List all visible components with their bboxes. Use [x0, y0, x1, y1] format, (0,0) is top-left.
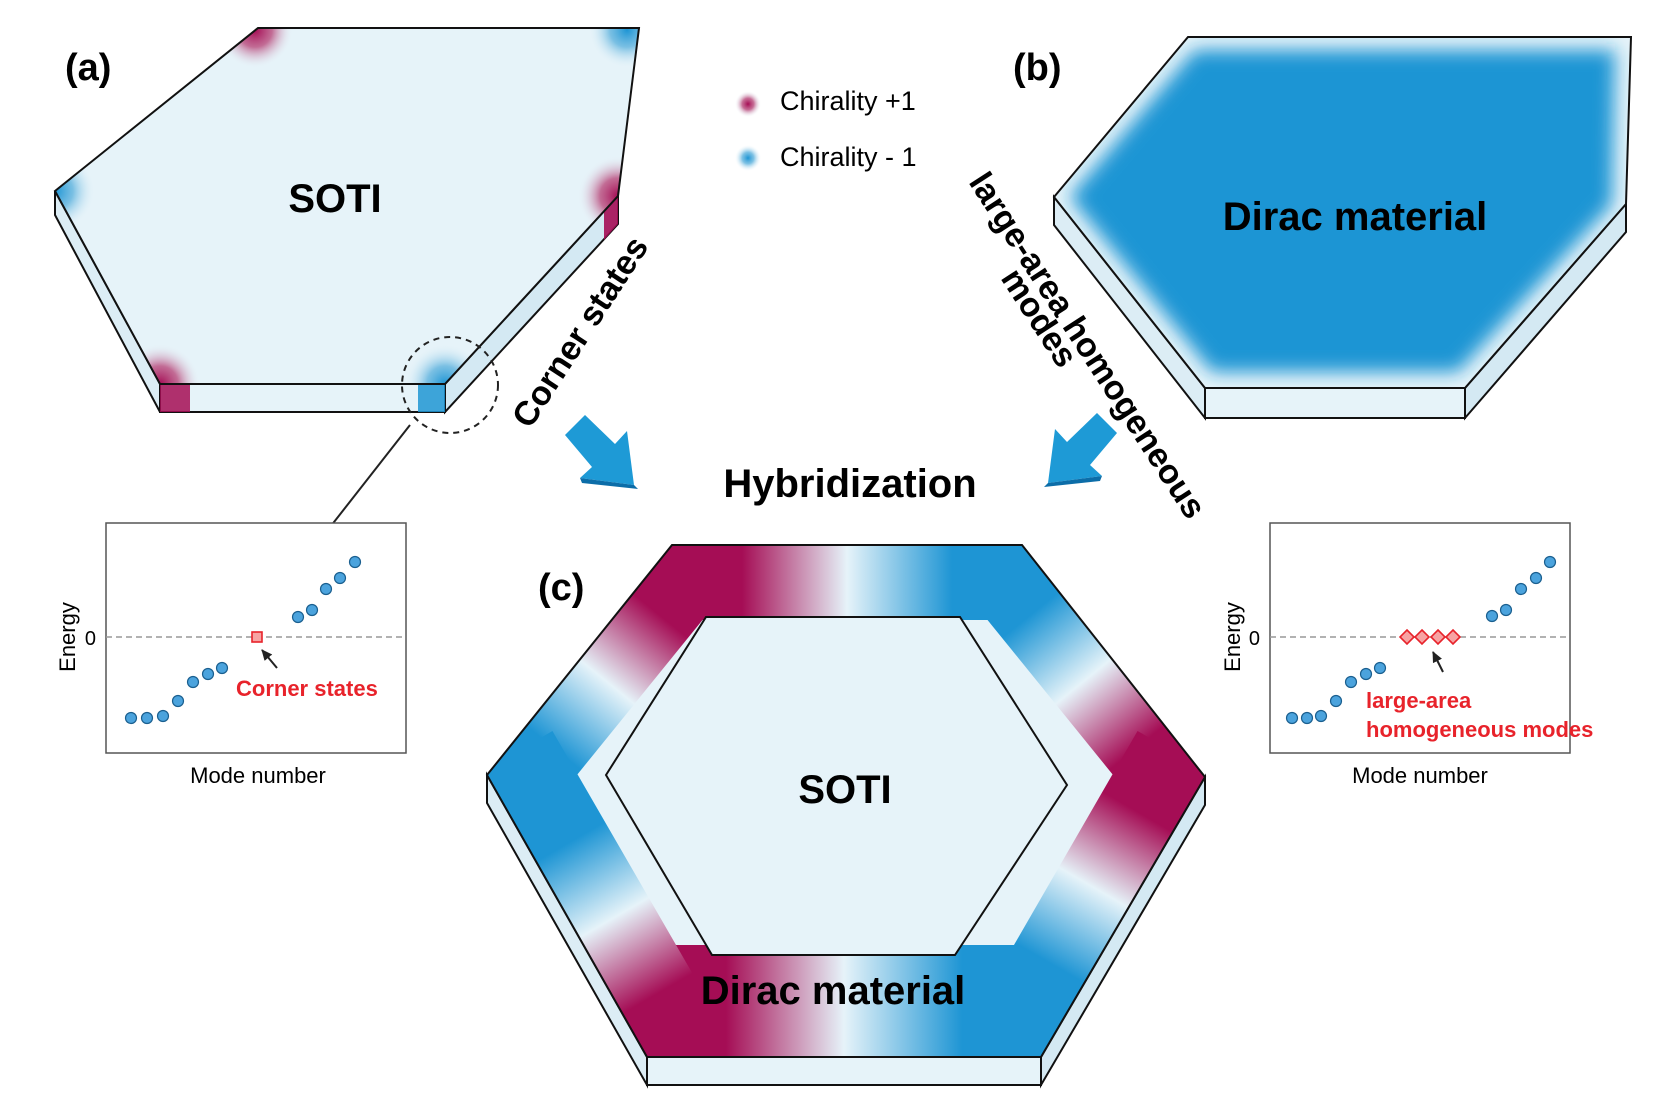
- hybridization-arrow-left: [565, 415, 638, 489]
- panel-a-label: (a): [65, 47, 111, 89]
- plot-right-ylabel: Energy: [1220, 602, 1245, 672]
- legend-minus-label: Chirality - 1: [780, 142, 917, 172]
- plot-left-corner-state-point: [251, 631, 263, 643]
- panel-b-slab: [1052, 36, 1633, 421]
- hybridization-label: Hybridization: [723, 462, 976, 506]
- plot-right-point: [1300, 711, 1314, 725]
- plot-left-xlabel: Mode number: [190, 763, 326, 788]
- corner-state-blue: [589, 28, 639, 68]
- plot-right-homogeneous-mode-point: [1398, 628, 1416, 646]
- plot-right-point: [1514, 582, 1528, 596]
- plot-left-point: [215, 661, 229, 675]
- legend-minus-marker: [735, 145, 761, 171]
- plot-right-annotation-line2: homogeneous modes: [1366, 717, 1593, 742]
- plot-right-homogeneous-mode-point: [1413, 628, 1431, 646]
- panel-b-material: Dirac material: [1223, 195, 1488, 239]
- plot-right-point: [1359, 667, 1373, 681]
- panel-c-label: (c): [538, 567, 584, 609]
- legend-plus-marker: [735, 91, 761, 117]
- zoom-circle: [401, 336, 499, 434]
- legend: Chirality +1 Chirality - 1: [735, 86, 917, 172]
- plot-left-point: [348, 555, 362, 569]
- plot-right: 0 Energy Mode number large-area homogene…: [1220, 522, 1593, 788]
- plot-left-point: [319, 582, 333, 596]
- panel-a-slab: [53, 27, 641, 615]
- panel-c-inner-material: SOTI: [798, 768, 891, 812]
- panel-c-outer-material: Dirac material: [701, 969, 966, 1013]
- plot-left-point: [333, 571, 347, 585]
- plot-left-arrow: [261, 649, 278, 669]
- plot-right-zero-tick: 0: [1249, 628, 1260, 650]
- plot-left: 0 Energy Mode number Corner states: [55, 522, 407, 788]
- plot-left-point: [186, 675, 200, 689]
- plot-right-point: [1499, 603, 1513, 617]
- plot-left-point: [201, 667, 215, 681]
- plot-right-point: [1373, 661, 1387, 675]
- legend-plus-label: Chirality +1: [780, 86, 916, 116]
- plot-left-zero-tick: 0: [85, 628, 96, 650]
- plot-left-ylabel: Energy: [55, 602, 80, 672]
- plot-right-point: [1529, 571, 1543, 585]
- plot-right-point: [1543, 555, 1557, 569]
- plot-left-point: [156, 709, 170, 723]
- plot-right-xlabel: Mode number: [1352, 763, 1488, 788]
- plot-right-arrow: [1432, 651, 1444, 673]
- plot-left-point: [291, 610, 305, 624]
- plot-right-homogeneous-mode-point: [1429, 628, 1447, 646]
- plot-left-annotation: Corner states: [236, 676, 378, 701]
- plot-right-annotation-line1: large-area: [1366, 688, 1472, 713]
- plot-right-point: [1344, 675, 1358, 689]
- plot-left-point: [140, 711, 154, 725]
- panel-c-inner-soti: [604, 616, 1069, 956]
- panel-a-material: SOTI: [288, 177, 381, 221]
- panel-b-label: (b): [1013, 47, 1062, 89]
- plot-right-point: [1485, 609, 1499, 623]
- plot-right-point: [1314, 709, 1328, 723]
- plot-right-point: [1285, 711, 1299, 725]
- hybridization-arrow-right: [1044, 413, 1117, 487]
- plot-left-point: [171, 694, 185, 708]
- plot-left-point: [305, 603, 319, 617]
- plot-left-point: [124, 711, 138, 725]
- plot-right-point: [1329, 694, 1343, 708]
- plot-right-homogeneous-mode-point: [1444, 628, 1462, 646]
